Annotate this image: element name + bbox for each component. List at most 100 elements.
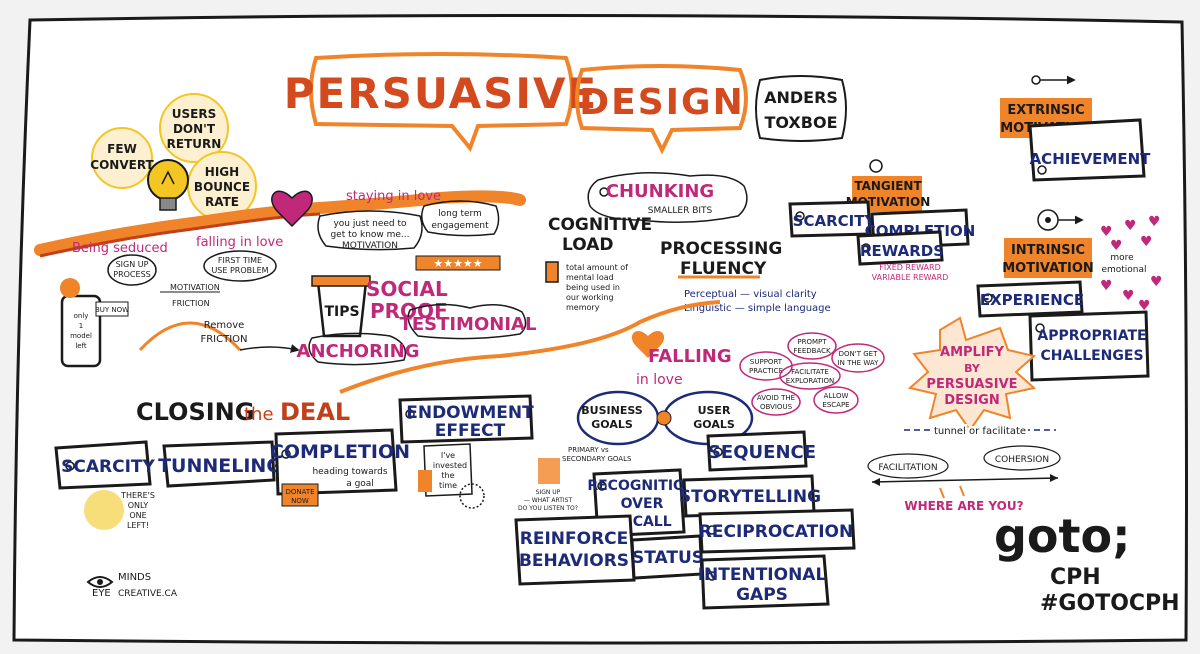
title: PERSUASIVE DESIGN <box>284 52 748 155</box>
more-1: more <box>1110 253 1134 263</box>
reinforce-box: REINFORCE BEHAVIORS <box>514 514 636 586</box>
intrinsic-motivation: INTRINSIC MOTIVATION more emotional ♥♥♥ … <box>976 209 1163 382</box>
extrinsic-1: EXTRINSIC <box>1007 103 1084 118</box>
phone-left: left <box>75 342 87 350</box>
signup-2: — WHAT ARTIST <box>524 497 573 504</box>
title-bubble-2 <box>575 64 748 155</box>
intentional-1: INTENTIONAL <box>698 565 827 585</box>
cohersion-label: COHERSION <box>995 455 1049 465</box>
phone-one: 1 <box>79 322 83 330</box>
problem-cluster: FEW CONVERT USERS DON'T RETURN HIGH BOUN… <box>90 93 257 221</box>
svg-text:♥: ♥ <box>1138 298 1151 314</box>
phone-only: only <box>74 312 89 320</box>
anchoring-cloud: ANCHORING <box>297 332 420 366</box>
theres-1: THERE'S <box>120 491 155 500</box>
business-1: BUSINESS <box>581 404 642 417</box>
donate-1: DONATE <box>285 488 314 496</box>
amplify-1: AMPLIFY <box>940 345 1005 360</box>
reciprocation-box: RECIPROCATION <box>698 508 856 554</box>
falling-in-love: falling in love <box>196 235 283 250</box>
amplify-burst: AMPLIFY BY PERSUASIVE DESIGN <box>907 316 1037 432</box>
deal-word: DEAL <box>280 398 350 426</box>
reciprocation-label: RECIPROCATION <box>699 522 853 542</box>
heading-2: a goal <box>346 479 374 489</box>
hearts-icon: ♥♥♥ ♥♥ ♥♥♥ ♥ <box>1100 214 1163 314</box>
invested-note: I've invested the time <box>418 443 485 509</box>
chunking-cloud: CHUNKING SMALLER BITS <box>587 172 748 223</box>
sequence-label: SEQUENCE <box>708 442 816 463</box>
appropriate-1: APPROPRIATE <box>1037 328 1146 344</box>
primary-1: PRIMARY vs <box>568 446 609 454</box>
svg-text:♥: ♥ <box>1110 238 1123 254</box>
support-1: SUPPORT <box>750 358 783 366</box>
star-rating: ★★★★★ <box>415 255 501 271</box>
swoosh-line <box>339 300 721 394</box>
invested-4: time <box>439 481 457 490</box>
long-term-1: long term <box>438 209 482 219</box>
heading-1: heading towards <box>312 467 387 477</box>
cognitive-title-2: LOAD <box>562 235 614 255</box>
extrinsic-motivation: EXTRINSIC MOTIVATION ACHIEVEMENT <box>1000 75 1152 182</box>
goto-city: CPH <box>1050 565 1101 590</box>
dontget-1: DON'T GET <box>839 350 878 358</box>
theres-3: ONE <box>129 511 146 520</box>
sign-up-2: PROCESS <box>113 270 150 279</box>
return-label: RETURN <box>167 137 222 151</box>
goto-logo: goto; CPH #GOTOCPH <box>994 509 1180 616</box>
social-label: SOCIAL <box>366 277 448 301</box>
tunnel-facilitate: tunnel or facilitate <box>934 426 1026 437</box>
author-first: ANDERS <box>764 88 838 107</box>
remove-1: Remove <box>204 320 245 331</box>
tips-cloud: SUPPORT PRACTICE PROMPT FEEDBACK DON'T G… <box>739 332 885 416</box>
reinforce-2: BEHAVIORS <box>519 551 629 571</box>
svg-text:♥: ♥ <box>1122 288 1135 304</box>
status-box: STATUS <box>630 534 704 580</box>
scarcity-box: SCARCITY <box>54 440 156 490</box>
pf-title-1: PROCESSING <box>660 239 782 259</box>
user-2: GOALS <box>693 418 735 431</box>
pf-perceptual: Perceptual — visual clarity <box>684 289 817 300</box>
sequence-box: SEQUENCE <box>706 430 816 472</box>
completion-box: COMPLETION heading towards a goal <box>270 428 410 496</box>
lightbulb-icon <box>147 159 189 211</box>
achievement-label: ACHIEVEMENT <box>1030 150 1152 168</box>
storytelling-label: STORYTELLING <box>679 487 821 507</box>
dont-label: DON'T <box>173 122 216 136</box>
amplify-2: BY <box>964 362 981 375</box>
author: ANDERS TOXBOE <box>755 75 847 142</box>
invested-3: the <box>441 471 454 480</box>
phone-model: model <box>70 332 92 340</box>
goto-hashtag: #GOTOCPH <box>1040 591 1180 616</box>
testimonial-label: TESTIMONIAL <box>400 314 537 335</box>
scarcity-label: SCARCITY <box>61 457 155 477</box>
cognitive-desc-4: our working <box>566 293 614 302</box>
first-time-2: USE PROBLEM <box>211 266 268 275</box>
theres-only-sketch: THERE'S ONLY ONE LEFT! <box>84 490 155 530</box>
avoid-2: OBVIOUS <box>760 403 793 411</box>
intrinsic-1: INTRINSIC <box>1011 243 1085 258</box>
credit-2: EYE <box>92 588 111 599</box>
facilitation-scale: FACILITATION COHERSION WHERE ARE YOU? <box>867 445 1061 513</box>
sign-up-bubble: SIGN UP PROCESS <box>107 254 157 286</box>
credit-3: CREATIVE.CA <box>118 589 178 599</box>
anchoring-label: ANCHORING <box>297 341 420 362</box>
title-word-1: PERSUASIVE <box>284 69 598 118</box>
intrinsic-2: MOTIVATION <box>1002 261 1094 276</box>
user-1: USER <box>698 404 731 417</box>
signup-1: SIGN UP <box>536 489 561 496</box>
support-2: PRACTICE <box>749 367 783 375</box>
closing-title: CLOSING the DEAL <box>136 398 350 426</box>
convert-label: CONVERT <box>90 158 154 172</box>
endowment-1: ENDOWMENT <box>406 403 534 423</box>
few-label: FEW <box>107 142 137 156</box>
heart-icon <box>271 190 313 228</box>
tangient-1: TANGIENT <box>854 179 922 193</box>
remove-2: FRICTION <box>200 334 247 345</box>
long-term-bubble: long term engagement <box>421 200 500 237</box>
journey-line <box>34 190 526 256</box>
prompt-2: FEEDBACK <box>793 347 831 355</box>
title-word-2: DESIGN <box>579 82 744 123</box>
cognitive-load: COGNITIVE LOAD total amount of mental lo… <box>545 215 652 312</box>
amplify-3: PERSUASIVE <box>926 377 1017 392</box>
chunking-sub: SMALLER BITS <box>648 206 713 216</box>
